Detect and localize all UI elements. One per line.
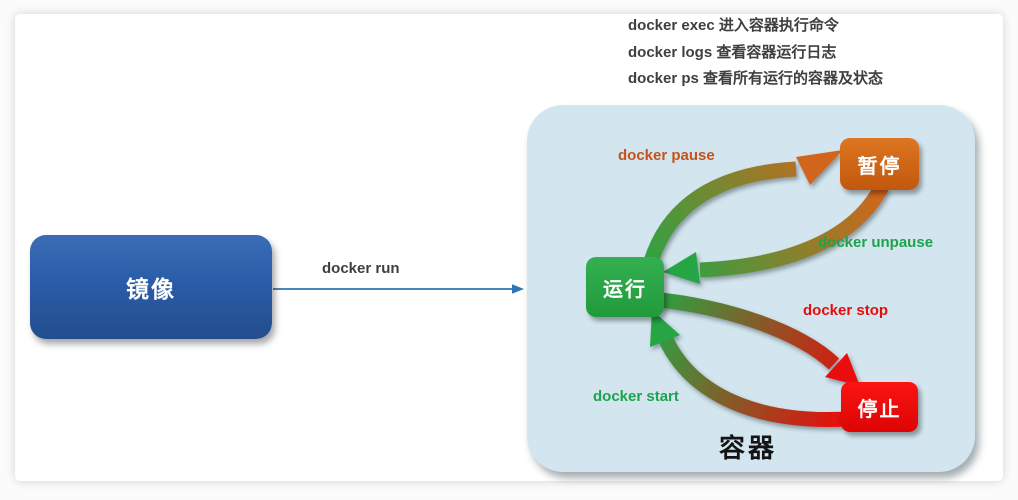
run-arrow-label: docker run (322, 260, 400, 277)
command-notes: docker exec 进入容器执行命令 docker logs 查看容器运行日… (628, 13, 883, 93)
state-paused-node: 暂停 (840, 138, 919, 190)
stop-arrow-label: docker stop (803, 302, 889, 319)
unpause-arrow-label: docker unpause (818, 234, 934, 251)
note-line-exec: docker exec 进入容器执行命令 (628, 17, 839, 34)
state-paused-label: 暂停 (857, 155, 902, 178)
image-node: 镜像 (30, 235, 272, 339)
image-node-label: 镜像 (126, 276, 176, 302)
note-line-logs: docker logs 查看容器运行日志 (628, 43, 837, 61)
state-stopped-label: 停止 (857, 398, 902, 421)
note-line-ps: docker ps 查看所有运行的容器及状态 (628, 70, 884, 87)
container-panel-title: 容器 (718, 433, 777, 463)
state-running-label: 运行 (603, 278, 647, 301)
start-arrow-label: docker start (593, 388, 679, 405)
state-running-node: 运行 (586, 257, 664, 317)
state-stopped-node: 停止 (841, 382, 918, 432)
pause-arrow-label: docker pause (618, 147, 715, 164)
